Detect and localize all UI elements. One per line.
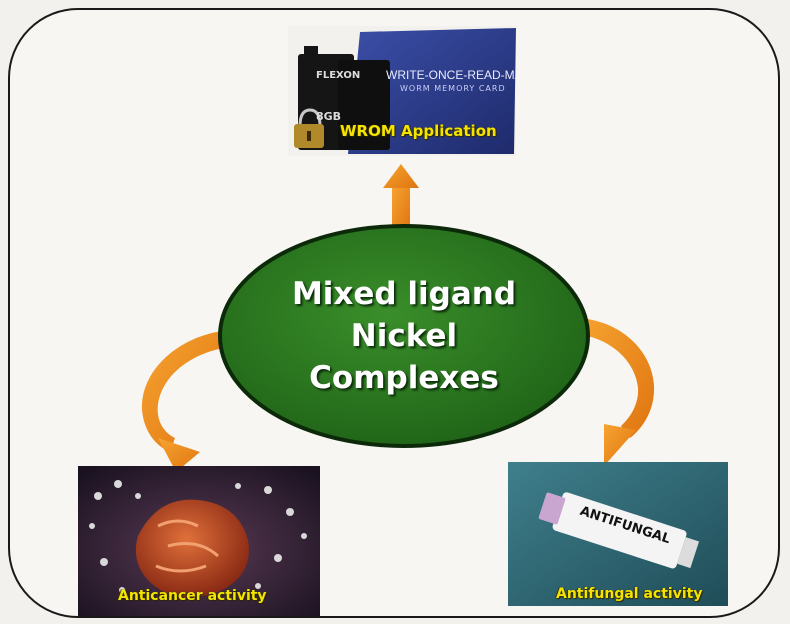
right-card-label: Antifungal activity <box>556 586 703 602</box>
left-card-label: Anticancer activity <box>118 588 267 604</box>
center-line-1: Mixed ligand <box>291 276 517 312</box>
center-line-3: Complexes <box>309 360 499 396</box>
arrow-right-curved <box>577 318 655 466</box>
memory-card-image <box>288 26 516 156</box>
center-node: Mixed ligand Nickel Complexes <box>216 222 592 450</box>
arrow-up <box>383 164 419 230</box>
arrow-left-curved <box>141 331 224 472</box>
card-title-text: WRITE-ONCE-READ-MANY <box>386 68 516 82</box>
top-card-label: WROM Application <box>340 122 497 140</box>
card-subtitle-text: WORM MEMORY CARD <box>400 84 506 93</box>
left-card-anticancer: Anticancer activity <box>78 466 320 616</box>
center-line-2: Nickel <box>350 318 458 354</box>
cancer-cell-image <box>78 466 320 616</box>
antifungal-tube-image <box>508 462 728 606</box>
right-card-antifungal: ANTIFUNGAL Antifungal activity <box>508 462 728 606</box>
center-ellipse <box>218 224 590 448</box>
top-card-wrom: FLEXON 8GB WRITE-ONCE-READ-MANY WORM MEM… <box>288 26 516 156</box>
sd-brand-text: FLEXON <box>316 70 361 81</box>
center-title: Mixed ligand Nickel Complexes <box>216 222 592 450</box>
sd-capacity-text: 8GB <box>316 110 342 123</box>
